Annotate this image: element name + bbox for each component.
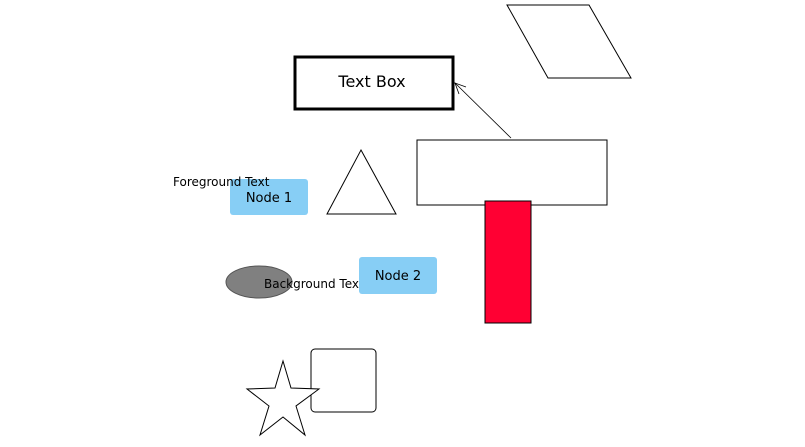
- background-text: Background Text: [264, 277, 364, 291]
- star-shape[interactable]: [245, 359, 321, 437]
- node-2[interactable]: [359, 257, 437, 294]
- text-box-label: Text Box: [337, 72, 405, 91]
- arrow-connector[interactable]: [454, 82, 512, 139]
- rounded-square[interactable]: [310, 348, 377, 413]
- wide-rectangle[interactable]: [416, 139, 608, 206]
- node-1[interactable]: [230, 179, 308, 215]
- gray-ellipse[interactable]: [225, 265, 293, 299]
- triangle-shape[interactable]: [326, 148, 397, 215]
- node-1-label: Node 1: [246, 191, 292, 206]
- foreground-text: Foreground Text: [173, 175, 270, 189]
- red-rectangle[interactable]: [484, 200, 532, 324]
- text-box[interactable]: [293, 55, 455, 111]
- node-2-label: Node 2: [375, 269, 421, 284]
- parallelogram-shape[interactable]: [506, 4, 632, 79]
